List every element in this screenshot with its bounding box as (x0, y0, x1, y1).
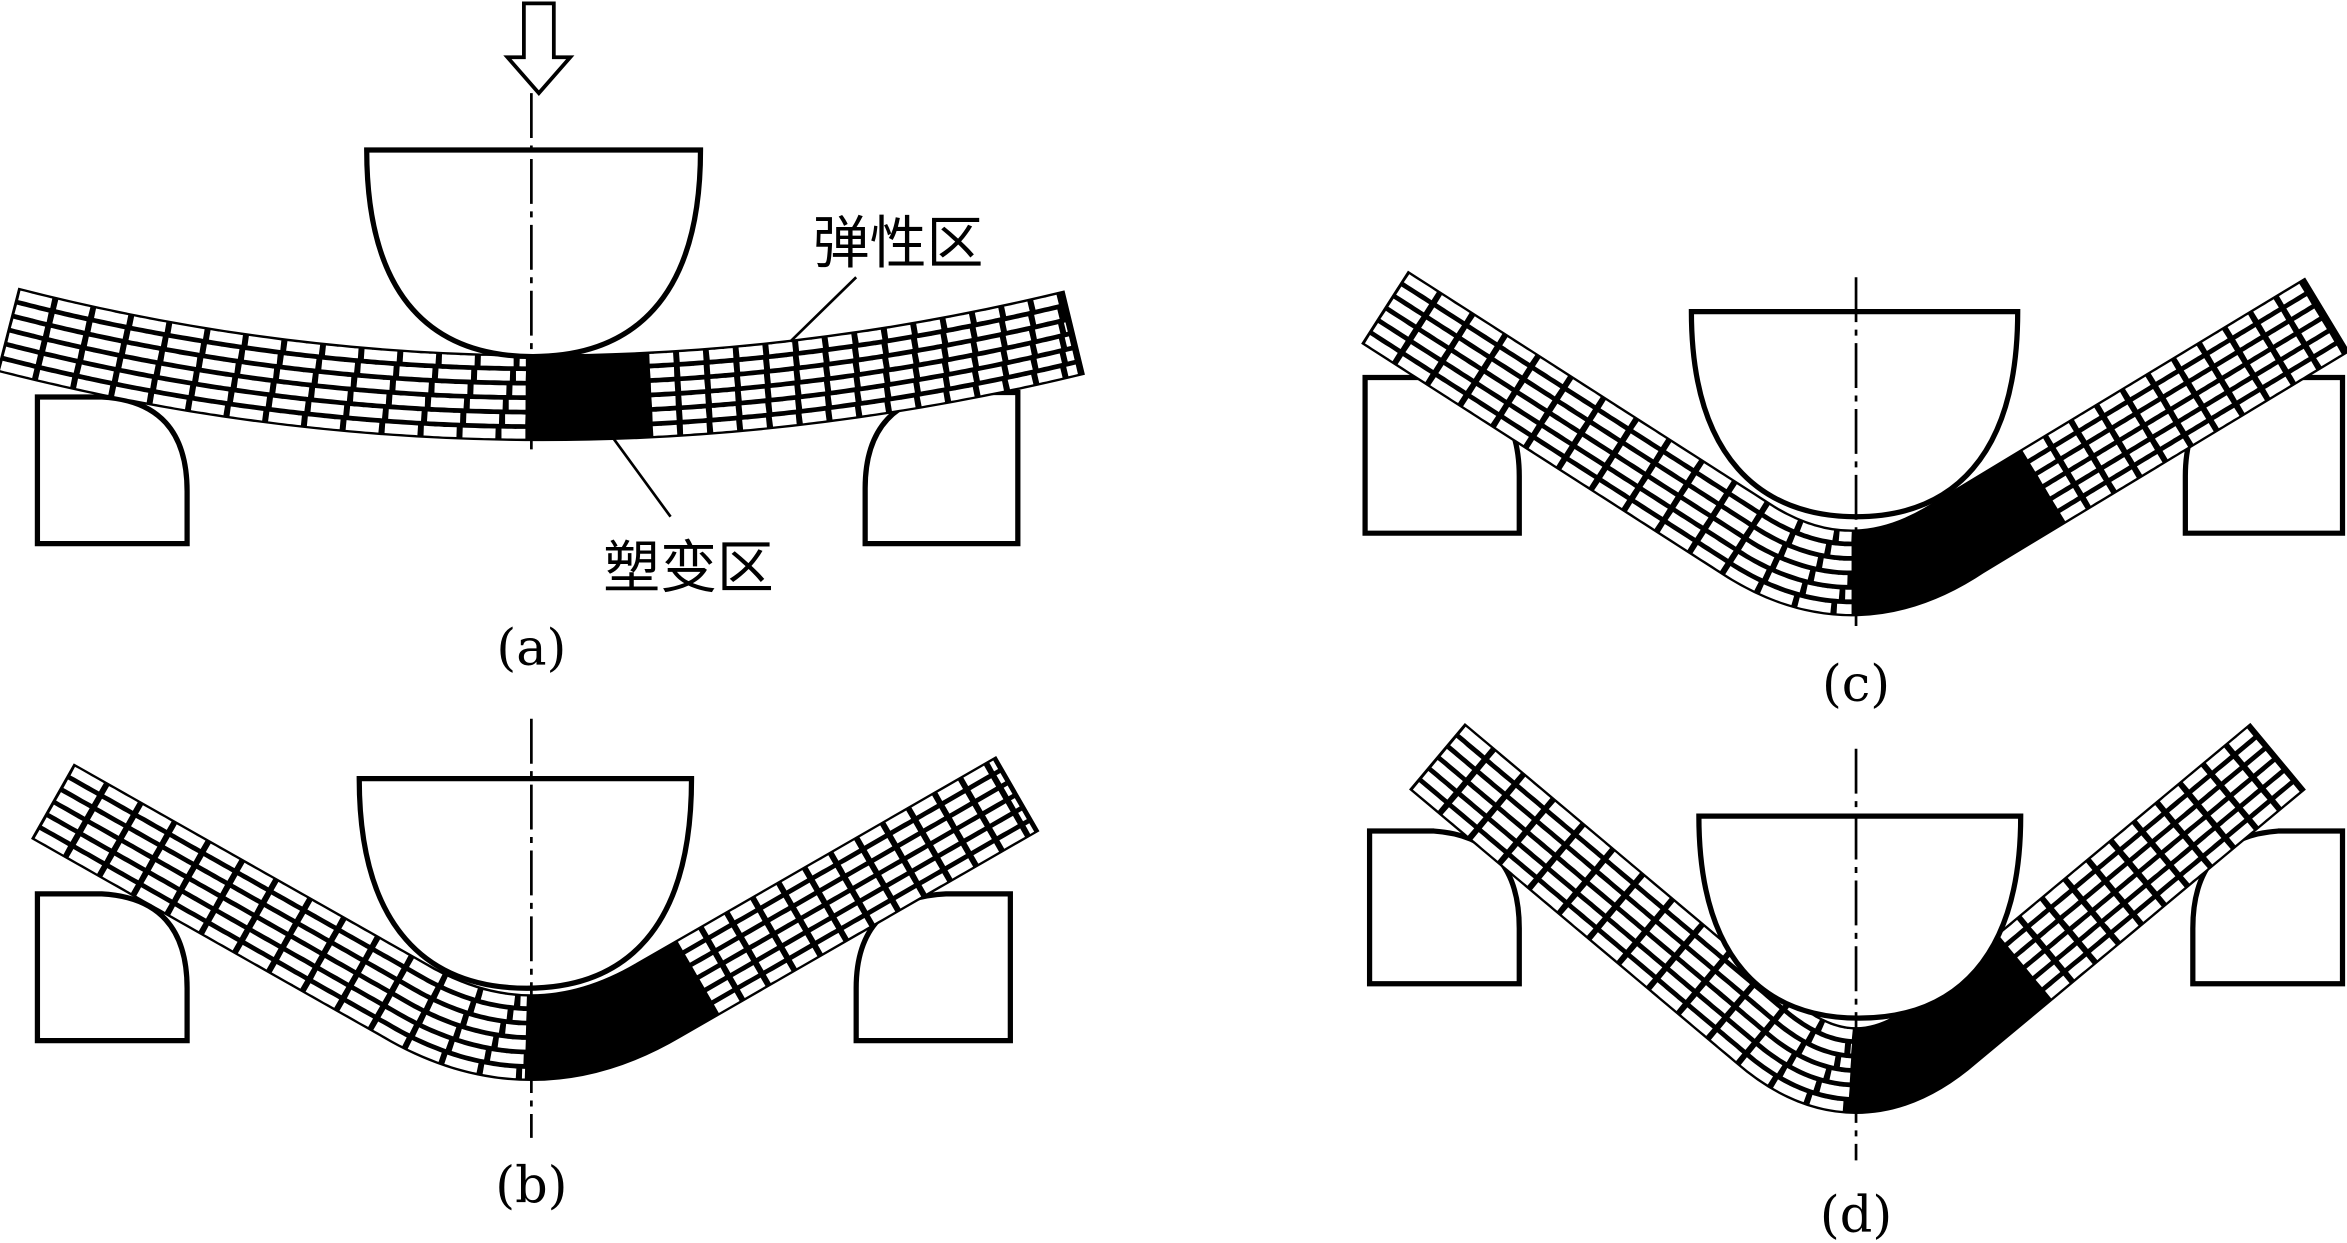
sheet-b-grid-lane (706, 810, 1027, 1001)
sheet-d-grid-lane (1431, 759, 1851, 1083)
left-support-b (34, 891, 190, 1044)
sheet-c-grid-lane (2037, 306, 2324, 484)
sheet-a-grid-lane (10, 318, 526, 396)
plastic-zone-label: 塑变区 (603, 535, 774, 601)
sheet-a-grid-lane (652, 364, 1078, 436)
elastic-zone-leader (789, 276, 858, 343)
sheet-b-grid-lane (713, 823, 1035, 1013)
sheet-b-grid-lane (41, 817, 526, 1065)
sheet-c-grid-lane (1403, 274, 1852, 542)
sheet-a-grid-lane (18, 290, 526, 367)
sheet-c-grid-lane (1380, 310, 1852, 586)
sheet-b-grid-lane (49, 804, 526, 1050)
sheet-c-grid-lane (2045, 318, 2331, 497)
sheet-d-grid-lane (2026, 761, 2282, 977)
sheet-b-grid-lane (692, 785, 1013, 976)
sheet-a-grid-lane (649, 308, 1065, 379)
sheet-d-grid-lane (2035, 773, 2291, 988)
sheet-a-grid-lane (0, 360, 526, 439)
sheet-c-grid-lane (2052, 330, 2339, 509)
sheet-d-grid-lane (1412, 782, 1849, 1112)
sheet-d-grid-lane (2044, 784, 2300, 999)
sheet-a-grid-lane (651, 336, 1072, 408)
sheet-b-grid-lane (34, 829, 526, 1079)
sheet-c-grid-lane (2030, 293, 2316, 472)
sheet-a-grid-lane (652, 350, 1075, 422)
plastic-zone-leader (600, 421, 672, 518)
punch-a (364, 147, 704, 360)
sheet-b-grid-lane (70, 766, 527, 1007)
sheet-a-grid-lane (3, 346, 526, 425)
sheet-d-grid-lane (2008, 739, 2263, 954)
left-support-a (34, 394, 190, 547)
sheet-b-grid-lane (56, 792, 527, 1036)
punches (356, 147, 2024, 1021)
punch-b (356, 776, 695, 991)
sheet-workpieces (0, 270, 2347, 1114)
sheet-d-grid-lane (1422, 771, 1850, 1097)
sheet-a-grid-lane (650, 322, 1068, 393)
sheet-a-grid-lane (14, 304, 526, 381)
center-axes (530, 93, 1858, 1161)
caption-d: (d) (1820, 1186, 1892, 1243)
sheet-c-grid-lane (2022, 281, 2309, 460)
sheet-c-grid-lane (1372, 322, 1852, 600)
sheet-a-grid-lane (7, 332, 526, 410)
sheet-c-grid-lane (1364, 335, 1852, 614)
caption-a: (a) (496, 619, 566, 678)
sheet-d-grid-lane (1998, 728, 2254, 943)
sheet-b-grid-lane (685, 772, 1006, 963)
sheet-d-grid-lane (2017, 750, 2272, 966)
sheet-b-grid-lane (63, 779, 527, 1021)
caption-c: (c) (1822, 655, 1890, 714)
caption-b: (b) (495, 1156, 567, 1215)
sheet-d-grid-lane (1440, 748, 1852, 1069)
sheet-a (0, 287, 1085, 442)
sheet-a-grid-lane (649, 294, 1062, 364)
sheet-c-grid-lane (2060, 343, 2346, 522)
sheet-d-grid-lane (1450, 737, 1852, 1054)
force-arrow-icon (503, 1, 575, 96)
elastic-zone-label: 弹性区 (813, 210, 984, 276)
right-support-a (862, 389, 1021, 547)
sheet-c-grid-lane (1396, 286, 1852, 557)
sheet-b-grid-lane (699, 798, 1020, 988)
sheet-b-grid-lane (677, 760, 999, 951)
sheet-c-grid-lane (1388, 298, 1852, 571)
punch-d (1696, 813, 2024, 1021)
